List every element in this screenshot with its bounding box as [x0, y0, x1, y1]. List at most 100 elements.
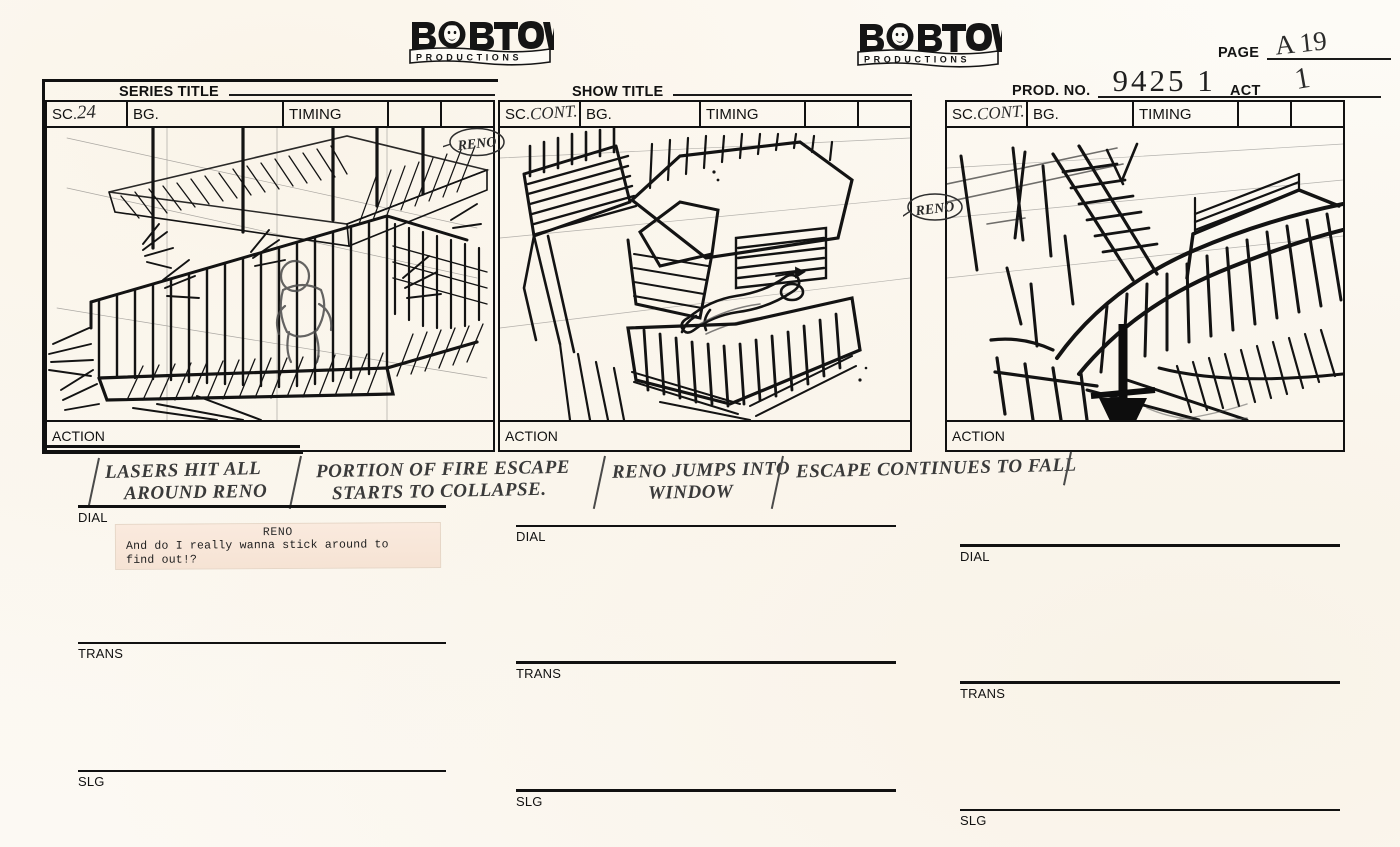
page-field: PAGE A 19	[1218, 25, 1392, 61]
show-title-label: SHOW TITLE	[572, 84, 664, 100]
panel-3-action-row: ACTION	[947, 420, 1343, 450]
slg-rule	[960, 808, 1340, 812]
page-value-rule[interactable]: A 19	[1267, 25, 1392, 61]
storyboard-panel-1[interactable]: SERIES TITLE SC. 24 BG. TIMING	[45, 78, 495, 452]
bobtown-logo-left: PRODUCTIONS	[404, 14, 554, 66]
action-note-3-line-1: RENO JUMPS INTO	[611, 458, 791, 483]
panel-2-sc-cell[interactable]: SC. CONT.	[500, 101, 581, 126]
action-note-1-line-2: AROUND RENO	[123, 480, 268, 505]
panel-1-trans-row[interactable]: TRANS	[78, 641, 446, 662]
timing-label: TIMING	[1139, 105, 1192, 123]
note-divider-1	[87, 457, 100, 508]
dial-rule	[960, 544, 1340, 547]
panel-3-timing-cell[interactable]: TIMING	[1134, 102, 1239, 126]
panel-1-dial-row[interactable]: DIAL	[78, 505, 446, 525]
panel-1-artwork	[47, 128, 493, 420]
panel-3-sc-cell[interactable]: SC. CONT.	[947, 101, 1028, 126]
panel-2-frame: SC. CONT. BG. TIMING	[498, 100, 912, 452]
panel-2-slg-row[interactable]: SLG	[516, 789, 896, 809]
panel-2-artwork	[500, 128, 910, 420]
panel-2-dial-row[interactable]: DIAL	[516, 524, 896, 545]
sc-label: SC.	[52, 105, 78, 123]
panel-3-bg-cell[interactable]: BG.	[1028, 102, 1134, 126]
action-note-1-line-1: LASERS HIT ALL	[104, 457, 262, 484]
panel-3-frame: SC. CONT. BG. TIMING	[945, 100, 1345, 452]
panel-1-scene-number: 24	[76, 101, 97, 124]
panel-1-slg-row[interactable]: SLG	[78, 769, 446, 790]
dial-label: DIAL	[516, 529, 546, 545]
action-note-2-line-2: STARTS TO COLLAPSE.	[331, 478, 547, 505]
panel-1-bg-cell[interactable]: BG.	[128, 102, 284, 126]
panel-3-scene-number: CONT.	[976, 101, 1025, 124]
panel-2-bg-cell[interactable]: BG.	[581, 102, 701, 126]
slg-rule	[78, 769, 446, 773]
bg-label: BG.	[586, 105, 612, 123]
fall-direction-arrow	[1090, 324, 1156, 420]
note-divider-3	[592, 455, 606, 510]
trans-label: TRANS	[516, 665, 562, 681]
panel-2-trans-row[interactable]: TRANS	[516, 661, 896, 681]
slg-label: SLG	[78, 774, 105, 790]
prod-no-field: PROD. NO. 9425 1	[1012, 63, 1289, 99]
panel-2-scene-number: CONT.	[529, 101, 578, 124]
action-note-4-line-1: ESCAPE CONTINUES TO FALL	[795, 454, 1077, 483]
panel-1-outer-border-bottom	[42, 445, 300, 448]
dialogue-line-1: And do I really wanna stick around to	[125, 538, 389, 553]
dial-label: DIAL	[78, 509, 108, 525]
prod-no-label: PROD. NO.	[1012, 82, 1091, 99]
trans-rule	[516, 661, 896, 664]
panel-3-trans-row[interactable]: TRANS	[960, 680, 1340, 701]
sc-label: SC.	[505, 105, 531, 123]
act-value-rule[interactable]: 1	[1268, 61, 1381, 98]
panel-1-action-row: ACTION	[47, 420, 493, 450]
panel-1-sc-cell[interactable]: SC. 24	[47, 102, 128, 126]
panel-3-extra-cell-b[interactable]	[1292, 102, 1343, 126]
action-label: ACTION	[52, 428, 105, 444]
panel-2-action-row: ACTION	[500, 420, 910, 450]
timing-label: TIMING	[289, 105, 342, 123]
action-label: ACTION	[952, 428, 1005, 444]
dialogue-line-2: find out!?	[126, 553, 198, 567]
dial-label: DIAL	[960, 548, 990, 564]
show-title-row: SHOW TITLE	[498, 78, 912, 100]
bobtown-logo-right: PRODUCTIONS	[852, 16, 1002, 68]
panel-2-timing-cell[interactable]: TIMING	[701, 102, 806, 126]
series-title-input[interactable]	[228, 94, 495, 96]
trans-label: TRANS	[78, 646, 124, 662]
panel-3-slg-row[interactable]: SLG	[960, 808, 1340, 829]
act-field: ACT 1	[1230, 61, 1381, 99]
series-title-label: SERIES TITLE	[119, 84, 219, 100]
panel-1-extra-cell-a[interactable]	[389, 102, 442, 126]
svg-text:PRODUCTIONS: PRODUCTIONS	[864, 55, 970, 65]
series-title-row: SERIES TITLE	[45, 78, 495, 100]
trans-rule	[960, 680, 1340, 684]
page-label: PAGE	[1218, 44, 1260, 61]
storyboard-panel-2[interactable]: SHOW TITLE SC. CONT. BG. TIMING	[498, 78, 912, 452]
panel-3-dial-row[interactable]: DIAL	[960, 544, 1340, 564]
action-label: ACTION	[505, 428, 558, 444]
dialogue-strip: RENO And do I really wanna stick around …	[115, 523, 441, 569]
bg-label: BG.	[133, 105, 159, 123]
trans-rule	[78, 641, 446, 645]
dialogue-text: And do I really wanna stick around to fi…	[126, 538, 434, 567]
bg-label: BG.	[1033, 105, 1059, 123]
slg-label: SLG	[960, 813, 987, 829]
panel-3-extra-cell-a[interactable]	[1239, 102, 1292, 126]
dial-rule	[516, 524, 896, 528]
storyboard-panel-3[interactable]: . SC. CONT. BG. TIMING	[945, 78, 1345, 452]
panel-1-extra-cell-b[interactable]	[442, 102, 493, 126]
show-title-input[interactable]	[673, 94, 912, 96]
panel-1-timing-cell[interactable]: TIMING	[284, 102, 389, 126]
panel-2-extra-cell-b[interactable]	[859, 102, 910, 126]
panel-2-extra-cell-a[interactable]	[806, 102, 859, 126]
act-label: ACT	[1230, 82, 1261, 99]
dial-rule	[78, 505, 446, 508]
prod-no-value: 9425 1	[1112, 63, 1216, 98]
panel-3-meta-row: SC. CONT. BG. TIMING	[947, 101, 1343, 128]
slg-label: SLG	[516, 793, 543, 809]
sc-label: SC.	[952, 105, 978, 123]
panel-1-meta-row: SC. 24 BG. TIMING	[47, 102, 493, 128]
prod-no-value-rule[interactable]: 9425 1	[1098, 63, 1289, 98]
panel-3-artwork	[947, 128, 1343, 420]
